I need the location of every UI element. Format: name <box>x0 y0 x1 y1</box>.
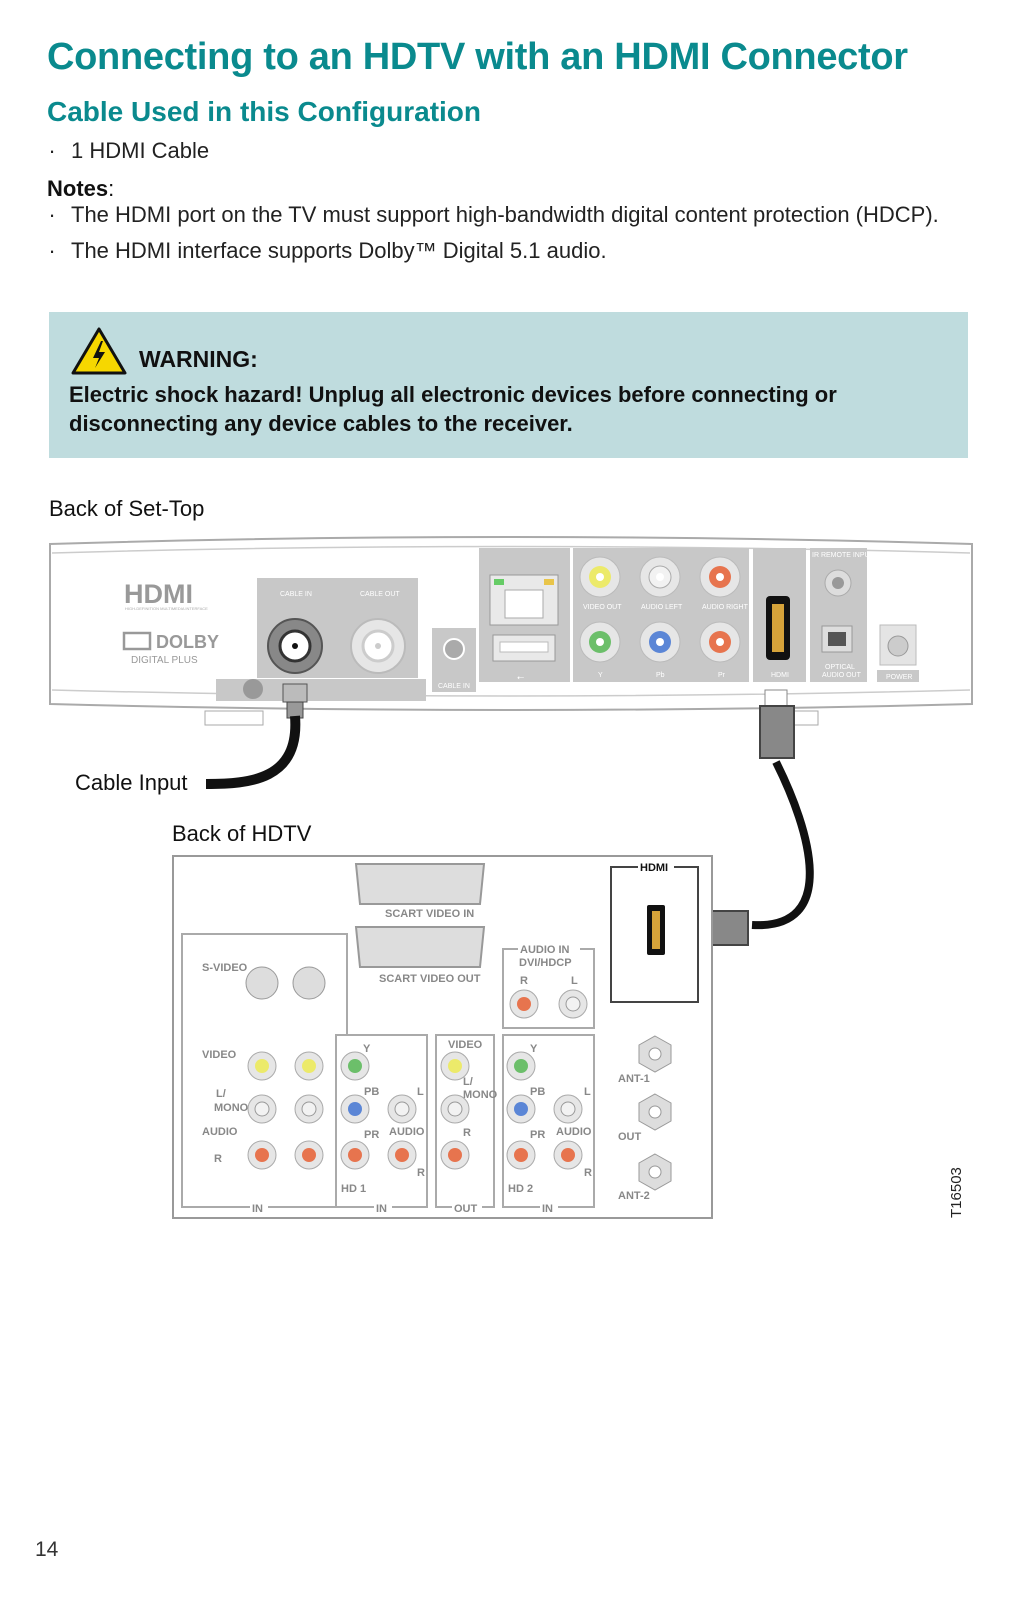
svg-text:AUDIO RIGHT: AUDIO RIGHT <box>702 604 749 611</box>
svg-text:Y: Y <box>598 672 603 679</box>
scart-out <box>354 926 486 968</box>
section-subtitle: Cable Used in this Configuration <box>47 96 482 127</box>
note-item: ·The HDMI interface supports Dolby™ Digi… <box>48 238 607 263</box>
note-item: ·The HDMI port on the TV must support hi… <box>48 202 939 227</box>
svg-text:VIDEO OUT: VIDEO OUT <box>583 604 622 611</box>
svg-text:AUDIO: AUDIO <box>389 1126 425 1138</box>
svg-text:R: R <box>463 1127 471 1139</box>
svg-text:DVI/HDCP: DVI/HDCP <box>519 957 572 969</box>
svg-text:Pr: Pr <box>718 672 726 679</box>
svg-text:SCART VIDEO IN: SCART VIDEO IN <box>385 908 474 920</box>
cable-input-wire <box>205 715 301 789</box>
svg-text:R: R <box>214 1153 222 1165</box>
page-number: 14 <box>35 1538 59 1561</box>
svg-text:Pb: Pb <box>656 672 665 679</box>
svg-text:L: L <box>571 975 578 987</box>
svg-text:HDMI: HDMI <box>640 862 668 874</box>
svg-text:HDMI: HDMI <box>771 672 789 679</box>
svg-text:IN: IN <box>252 1203 263 1215</box>
svg-text:VIDEO: VIDEO <box>202 1049 237 1061</box>
scart-in <box>354 863 486 905</box>
svg-text:L: L <box>417 1086 424 1098</box>
svg-text:IN: IN <box>376 1203 387 1215</box>
svg-text:PB: PB <box>530 1086 545 1098</box>
dolby-sub: DIGITAL PLUS <box>131 655 198 666</box>
svg-text:IN: IN <box>542 1203 553 1215</box>
svg-text:Y: Y <box>363 1043 371 1055</box>
svg-text:OUT: OUT <box>454 1203 478 1215</box>
svg-text:ANT-1: ANT-1 <box>618 1073 650 1085</box>
rca-video-out <box>579 556 621 598</box>
svg-text:CABLE IN: CABLE IN <box>280 591 312 598</box>
svg-text:PR: PR <box>530 1129 545 1141</box>
notes-heading: Notes: <box>47 176 115 201</box>
svg-text:HD 2: HD 2 <box>508 1183 533 1195</box>
svg-text:Y: Y <box>530 1043 538 1055</box>
svg-text:OPTICAL: OPTICAL <box>825 664 855 671</box>
hdmi-logo: HDMI <box>124 579 193 609</box>
rca-audio-right <box>699 556 741 598</box>
svg-text:AUDIO IN: AUDIO IN <box>520 944 570 956</box>
svg-text:VIDEO: VIDEO <box>448 1039 483 1051</box>
svg-text:R: R <box>417 1167 425 1179</box>
svg-text:POWER: POWER <box>886 674 912 681</box>
rca-pr <box>699 621 741 663</box>
svg-text:S-VIDEO: S-VIDEO <box>202 962 248 974</box>
svg-text:AUDIO: AUDIO <box>556 1126 592 1138</box>
svg-text:ANT-2: ANT-2 <box>618 1190 650 1202</box>
dolby-logo: DOLBY <box>156 632 219 652</box>
svg-text:OUT: OUT <box>618 1131 642 1143</box>
svg-text:PR: PR <box>364 1129 379 1141</box>
svg-text:PB: PB <box>364 1086 379 1098</box>
svg-text:R: R <box>584 1167 592 1179</box>
svg-text:SCART VIDEO OUT: SCART VIDEO OUT <box>379 973 481 985</box>
cable-input-caption: Cable Input <box>75 770 188 795</box>
warning-box: WARNING: Electric shock hazard! Unplug a… <box>49 312 968 458</box>
ir-optical-panel <box>810 548 867 682</box>
rca-pb <box>639 621 681 663</box>
svg-text:L/: L/ <box>216 1088 226 1100</box>
hdmi-tagline: HIGH-DEFINITION MULTIMEDIA INTERFACE <box>125 606 208 611</box>
electric-hazard-icon <box>71 327 127 375</box>
svg-text:AUDIO OUT: AUDIO OUT <box>822 672 862 679</box>
hdtv-caption: Back of HDTV <box>172 821 312 846</box>
svg-text:MONO: MONO <box>214 1102 249 1114</box>
dolby-icon <box>122 631 152 651</box>
figure-id: T16503 <box>948 1167 965 1218</box>
page-title: Connecting to an HDTV with an HDMI Conne… <box>47 36 908 78</box>
svg-text:L/: L/ <box>463 1076 473 1088</box>
svg-text:AUDIO: AUDIO <box>202 1126 238 1138</box>
rca-audio-left <box>639 556 681 598</box>
svg-text:⭠: ⭠ <box>517 673 524 683</box>
hdmi-plug-settop <box>759 705 795 759</box>
svg-text:AUDIO LEFT: AUDIO LEFT <box>641 604 683 611</box>
rca-y <box>579 621 621 663</box>
svg-text:R: R <box>520 975 528 987</box>
svg-text:HD 1: HD 1 <box>341 1183 366 1195</box>
svg-text:CABLE OUT: CABLE OUT <box>360 591 400 598</box>
ant2-port <box>638 1153 672 1191</box>
svg-text:L: L <box>584 1086 591 1098</box>
warning-text: Electric shock hazard! Unplug all electr… <box>69 382 837 436</box>
out-port <box>638 1093 672 1131</box>
warning-title: WARNING: <box>139 346 258 372</box>
ant1-port <box>638 1035 672 1073</box>
svg-text:MONO: MONO <box>463 1089 498 1101</box>
cable-list-item: ·1 HDMI Cable <box>48 138 210 163</box>
hdmi-cable <box>751 760 814 930</box>
svg-text:IR REMOTE INPUT: IR REMOTE INPUT <box>812 552 875 559</box>
settop-caption: Back of Set-Top <box>49 496 205 521</box>
svg-text:CABLE IN: CABLE IN <box>438 683 470 690</box>
